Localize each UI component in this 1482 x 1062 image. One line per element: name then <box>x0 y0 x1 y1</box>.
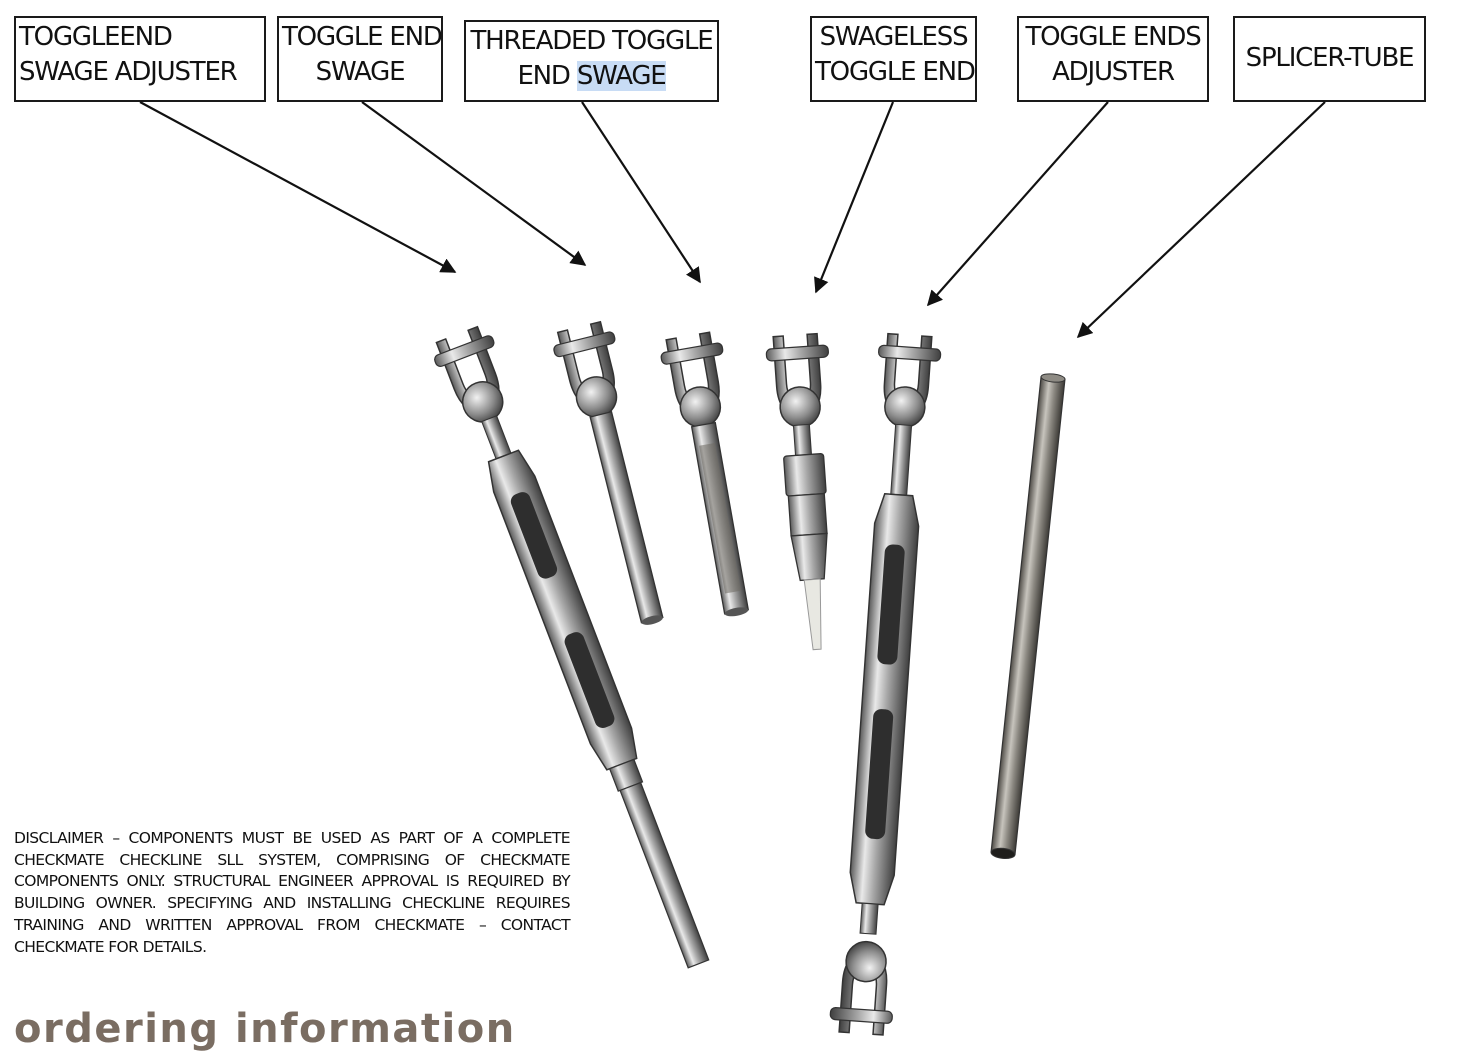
label-splicer-tube: SPLICER-TUBE <box>1233 16 1426 102</box>
highlighted-text[interactable]: SWAGE <box>576 61 667 91</box>
arrow-splicer-tube <box>1076 101 1326 339</box>
arrow-toggle-end-swage-adjuster <box>139 101 457 273</box>
label-text: TOGGLE END <box>815 57 976 87</box>
callout-arrows <box>139 101 1326 339</box>
arrow-toggle-end-swage <box>361 101 587 266</box>
label-text: SWAGE <box>315 57 406 87</box>
toggle-end-swage-part <box>549 318 664 625</box>
section-heading: ordering information <box>14 1006 516 1052</box>
label-toggle-ends-adjuster: TOGGLE ENDS ADJUSTER <box>1017 16 1209 102</box>
arrow-swageless-toggle-end <box>814 101 895 294</box>
toggle-ends-adjuster-part <box>828 332 943 1037</box>
label-toggle-end-swage-adjuster: TOGGLEEND SWAGE ADJUSTER <box>14 16 266 102</box>
label-toggle-end-swage: TOGGLE END SWAGE <box>277 16 443 102</box>
label-text: TOGGLE ENDS <box>1025 22 1201 52</box>
label-text: SPLICER-TUBE <box>1245 43 1415 73</box>
arrow-toggle-ends-adjuster <box>926 101 1109 307</box>
splicer-tube-part <box>990 373 1066 860</box>
label-text: END <box>119 22 173 52</box>
label-text: ADJUSTER <box>1052 57 1175 87</box>
label-swageless-toggle-end: SWAGELESS TOGGLE END <box>810 16 977 102</box>
label-text: TOGGLE END <box>282 22 443 52</box>
swageless-toggle-end-part <box>764 332 835 651</box>
toggle-end-swage-adjuster-part <box>428 322 710 969</box>
label-text: TOGGLE <box>19 22 121 52</box>
disclaimer-text: DISCLAIMER – COMPONENTS MUST BE USED AS … <box>14 829 571 956</box>
label-text: END <box>517 61 577 91</box>
label-threaded-toggle-end-swage: THREADED TOGGLE END SWAGE <box>464 20 719 102</box>
threaded-toggle-end-swage-part <box>657 329 750 617</box>
label-text: SWAGELESS <box>819 22 969 52</box>
arrow-threaded-toggle-end-swage <box>581 101 701 284</box>
label-text: SWAGE ADJUSTER <box>19 57 238 87</box>
label-text: THREADED TOGGLE <box>470 26 713 56</box>
